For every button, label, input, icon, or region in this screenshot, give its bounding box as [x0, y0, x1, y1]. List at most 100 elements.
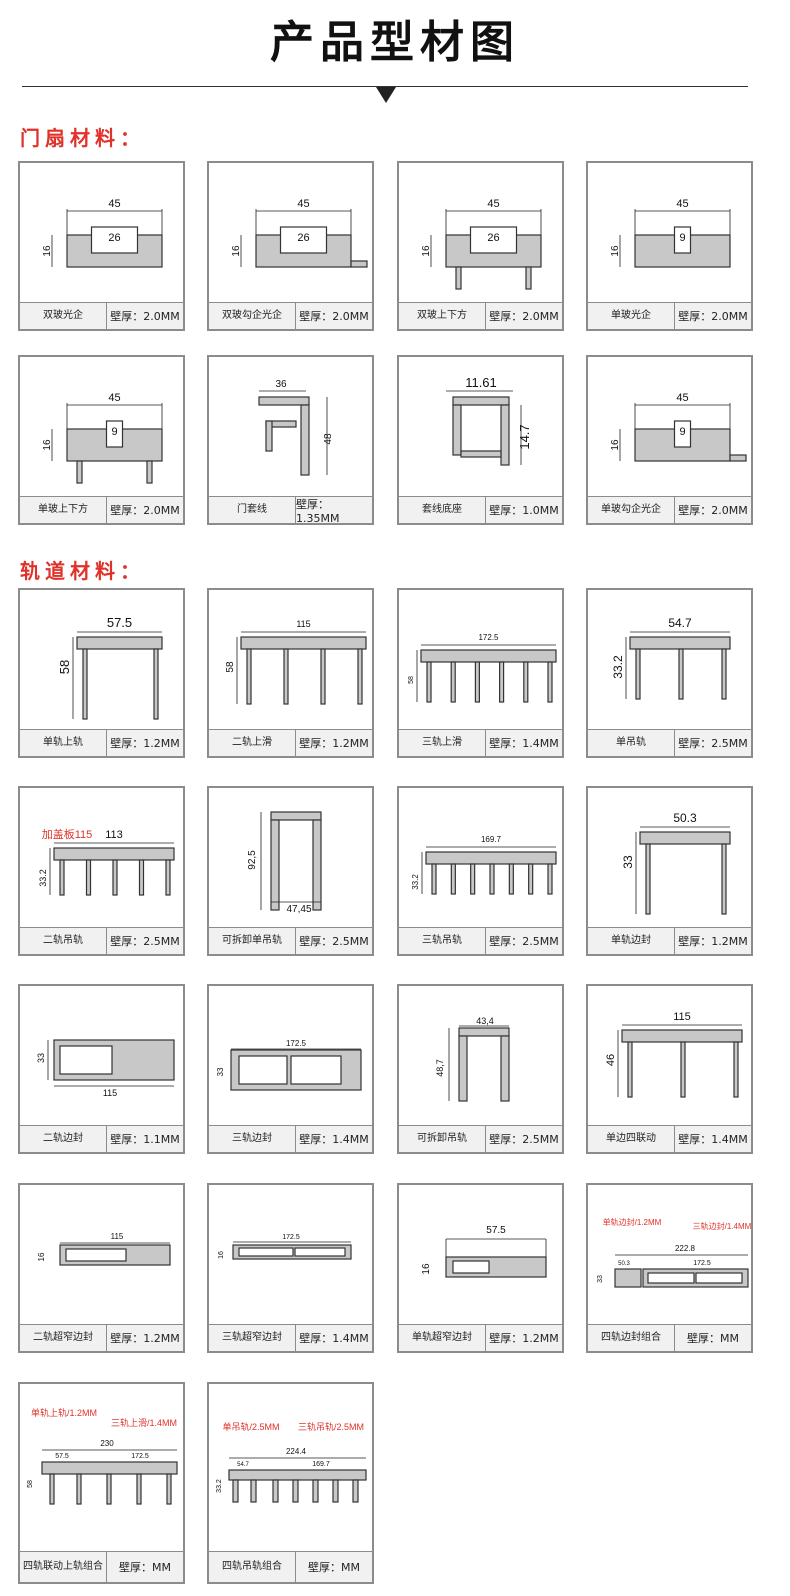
- dimension-label: 172.5: [286, 1039, 307, 1048]
- dimension-label: 9: [679, 426, 685, 438]
- dimension-label: 115: [296, 619, 310, 629]
- dimension-label: 33: [36, 1053, 46, 1063]
- wall-thickness: 壁厚：2.0MM: [110, 504, 180, 517]
- dimension-label: 45: [297, 198, 309, 210]
- dimension-label: 26: [297, 232, 309, 244]
- card-footer: 单轨上轨壁厚：1.2MM: [20, 729, 183, 756]
- annotation-label: 单吊轨/2.5MM: [222, 1421, 279, 1432]
- wall-thickness: 壁厚：2.5MM: [299, 935, 369, 948]
- dimension-label: 58: [408, 676, 415, 684]
- profile-drawing: 169.733.2: [411, 835, 557, 895]
- dimension-label: 48,7: [435, 1059, 445, 1077]
- dimension-label: 48: [323, 433, 334, 445]
- dimension-label: 169.7: [312, 1461, 330, 1468]
- wall-thickness: 壁厚：1.4MM: [489, 737, 559, 750]
- card-footer: 三轨上滑壁厚：1.4MM: [399, 729, 562, 756]
- dimension-label: 16: [37, 1252, 46, 1261]
- annotation-label: 三轨上滑/1.4MM: [111, 1417, 177, 1428]
- wall-thickness: 壁厚：2.0MM: [489, 310, 559, 323]
- dimension-label: 45: [108, 198, 120, 210]
- wall-thickness: 壁厚：2.0MM: [678, 310, 748, 323]
- profile-name: 可拆卸吊轨: [399, 1126, 486, 1152]
- dimension-label: 57.5: [107, 615, 132, 630]
- annotation-label: 三轨吊轨/2.5MM: [298, 1421, 364, 1432]
- card-footer: 三轨超窄边封壁厚：1.4MM: [209, 1324, 372, 1351]
- profile-name: 四轨边封组合: [588, 1325, 675, 1351]
- profile-name: 单玻光企: [588, 303, 675, 329]
- dimension-label: 54.7: [668, 616, 692, 630]
- dimension-label: 33.2: [216, 1479, 223, 1493]
- card-footer: 四轨边封组合壁厚：MM: [588, 1324, 751, 1351]
- wall-thickness: 壁厚：1.2MM: [110, 1332, 180, 1345]
- wall-thickness: 壁厚：1.35MM: [296, 497, 340, 525]
- card-footer: 二轨边封壁厚：1.1MM: [20, 1125, 183, 1152]
- dimension-label: 172.5: [478, 633, 499, 642]
- annotation-label: 单轨上轨/1.2MM: [31, 1407, 97, 1418]
- profile-name: 四轨吊轨组合: [209, 1552, 296, 1582]
- dimension-label: 14.7: [517, 424, 532, 449]
- wall-thickness: 壁厚：2.5MM: [489, 1133, 559, 1146]
- dimension-label: 33: [621, 855, 635, 869]
- profile-name: 单轨上轨: [20, 730, 107, 756]
- dimension-label: 16: [231, 245, 242, 257]
- wall-thickness: 壁厚：MM: [119, 1561, 171, 1574]
- down-arrow-icon: [376, 87, 396, 103]
- dimension-label: 33: [216, 1067, 225, 1076]
- dimension-label: 50.3: [673, 811, 697, 825]
- profile-name: 单吊轨: [588, 730, 675, 756]
- profile-name: 四轨联动上轨组合: [20, 1552, 107, 1582]
- wall-thickness: 壁厚：1.4MM: [299, 1133, 369, 1146]
- dimension-label: 16: [610, 439, 621, 451]
- card-footer: 单轨边封壁厚：1.2MM: [588, 927, 751, 954]
- dimension-label: 45: [487, 198, 499, 210]
- dimension-label: 16: [218, 1251, 225, 1259]
- dimension-label: 16: [42, 245, 53, 257]
- dimension-label: 16: [421, 245, 432, 257]
- dimension-label: 57.5: [486, 1225, 506, 1236]
- card-footer: 门套线壁厚：1.35MM: [209, 496, 372, 525]
- dimension-label: 57.5: [55, 1453, 69, 1460]
- profile-name: 二轨吊轨: [20, 928, 107, 954]
- profile-name: 双玻光企: [20, 303, 107, 329]
- profile-name: 可拆卸单吊轨: [209, 928, 296, 954]
- card-footer: 单玻勾企光企壁厚：2.0MM: [588, 496, 751, 523]
- dimension-label: 43,4: [476, 1016, 494, 1026]
- dimension-label: 58: [57, 660, 72, 674]
- dimension-label: 33.2: [611, 655, 625, 679]
- wall-thickness: 壁厚：2.0MM: [299, 310, 369, 323]
- card-footer: 二轨上滑壁厚：1.2MM: [209, 729, 372, 756]
- wall-thickness: 壁厚：1.1MM: [110, 1133, 180, 1146]
- profile-name: 三轨超窄边封: [209, 1325, 296, 1351]
- dimension-label: 16: [42, 439, 53, 451]
- dimension-label: 45: [108, 392, 120, 404]
- dimension-label: 9: [111, 426, 117, 438]
- profile-drawing: 45 16 26: [231, 198, 368, 268]
- annotation-label: 单轨边封/1.2MM: [603, 1217, 662, 1227]
- card-footer: 三轨边封壁厚：1.4MM: [209, 1125, 372, 1152]
- card-footer: 双玻光企壁厚：2.0MM: [20, 302, 183, 329]
- dimension-label: 224.4: [286, 1447, 307, 1456]
- card-footer: 可拆卸单吊轨壁厚：2.5MM: [209, 927, 372, 954]
- title-divider: [22, 86, 748, 87]
- dimension-label: 33: [597, 1275, 604, 1283]
- profile-name: 双玻勾企光企: [209, 303, 296, 329]
- profile-name: 套线底座: [399, 497, 486, 523]
- card-footer: 单玻上下方壁厚：2.0MM: [20, 496, 183, 523]
- profile-name: 单轨边封: [588, 928, 675, 954]
- profile-name: 二轨边封: [20, 1126, 107, 1152]
- wall-thickness: 壁厚：1.4MM: [299, 1332, 369, 1345]
